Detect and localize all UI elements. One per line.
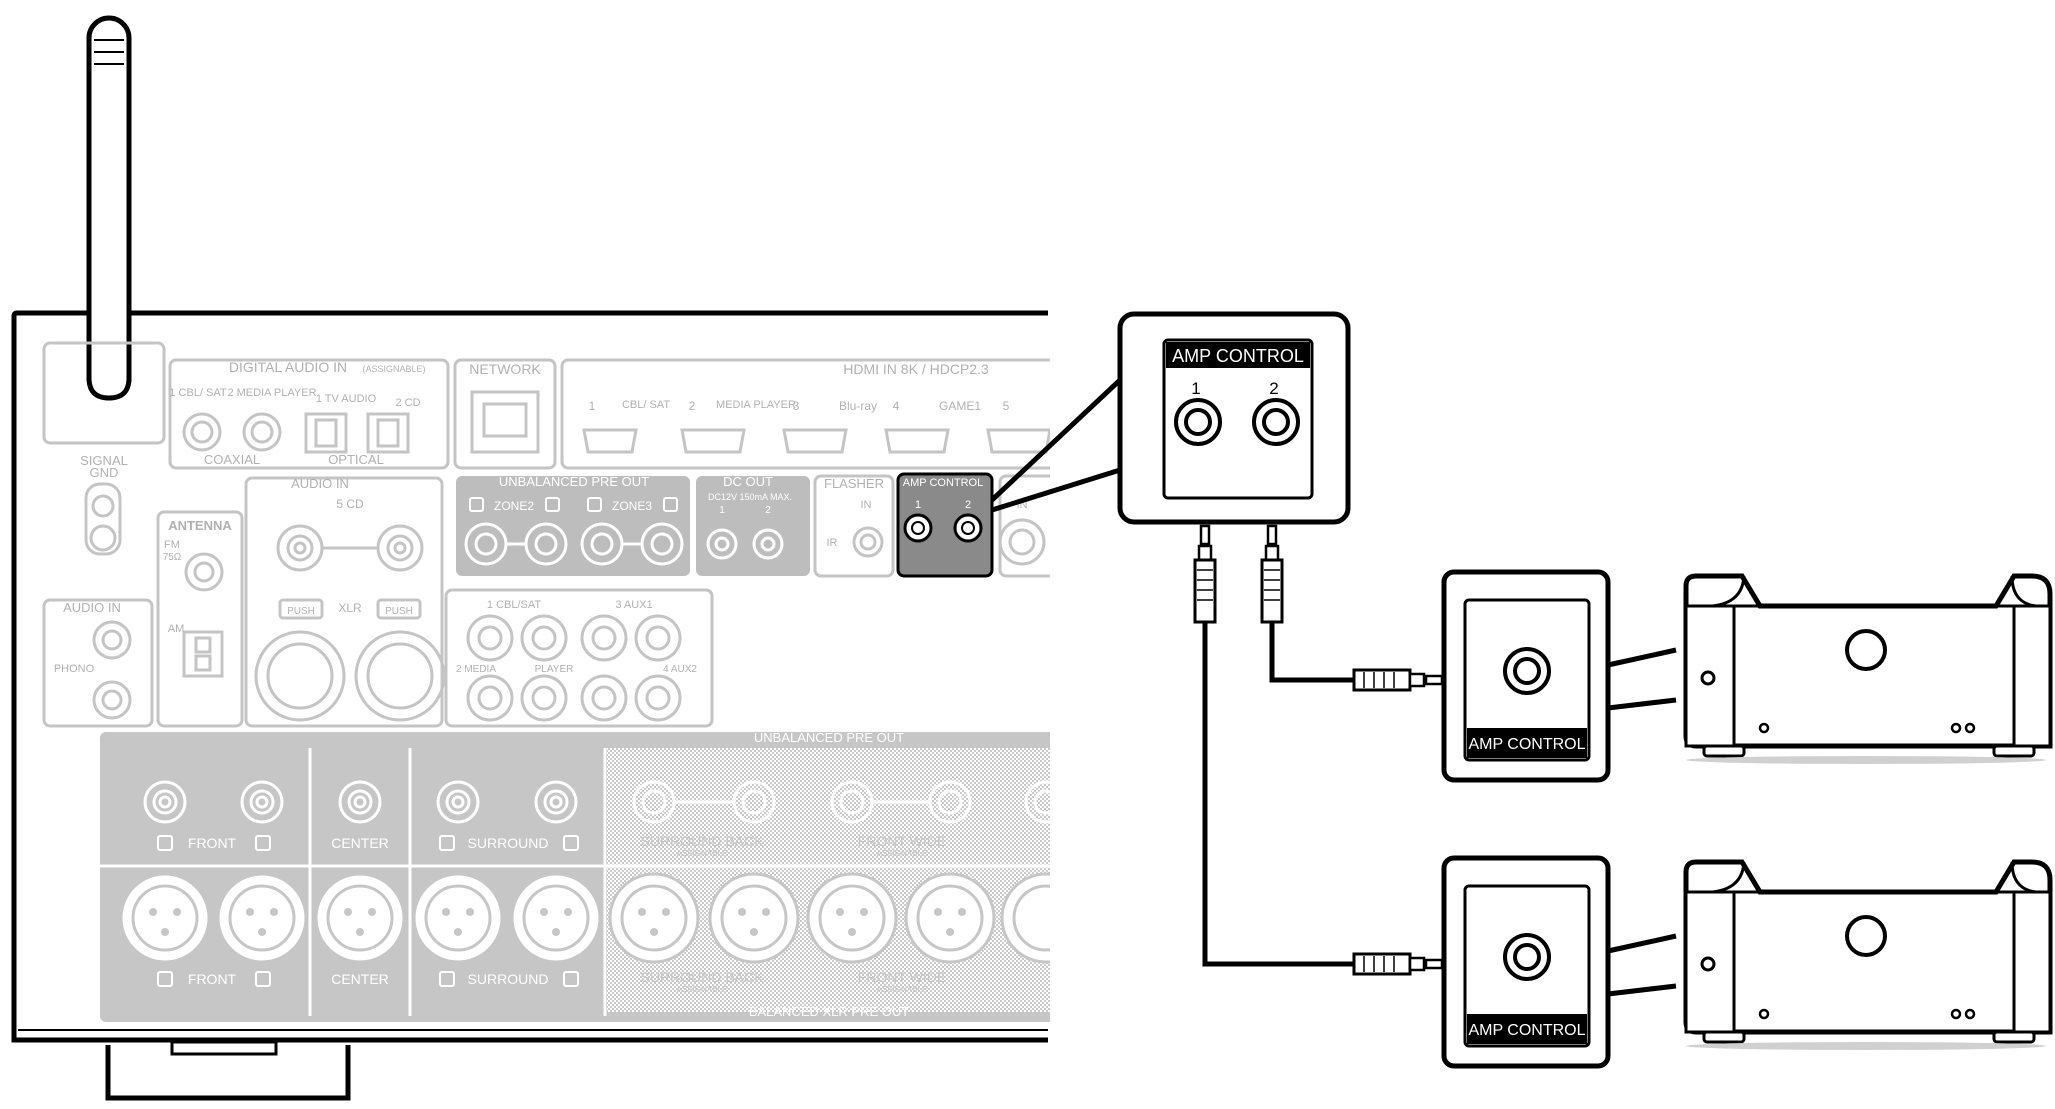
callout-jack-2-label: 2 [1269,379,1278,398]
zone2-label: ZONE2 [494,499,534,513]
surround-rca-label: SURROUND [468,835,549,851]
amp-1-power-knob [1845,629,1887,671]
am-label: AM [168,623,185,635]
digital-input-1-label: 1 CBL/ SAT [169,387,227,399]
dc-1-label: 1 [719,505,725,516]
power-amplifier-1: AMP CONTROL [1441,569,2053,783]
callout-jack-1 [1174,398,1222,446]
receiver-amp-control-label: AMP CONTROL [903,477,983,489]
audio-in-phono-label: AUDIO IN [63,600,121,615]
digital-assignable-label: (ASSIGNABLE) [362,364,425,374]
preout-unbalanced-label: UNBALANCED PRE OUT [754,730,904,745]
center-xlr-label: CENTER [331,971,389,987]
dc-2-label: 2 [765,505,771,516]
zone3-label: ZONE3 [612,499,652,513]
cable-to-amp-1 [1260,524,1444,692]
antenna-label-1: Bluetooth/Wi-Fi [60,412,149,427]
front-wide-assignable: ASSIGNABLE [877,849,928,858]
hdmi-1-num: 1 [589,399,596,413]
hdmi-in-label: HDMI IN 8K / HDCP2.3 [843,361,989,377]
receiver-amp-jack-1: 1 [915,499,921,511]
digital-input-4-label: 2 CD [395,397,420,409]
signal-gnd-label-2: GND [90,465,119,480]
amp-2-port-label: AMP CONTROL [1468,1022,1585,1039]
hdmi-2-label: MEDIA PLAYER [716,399,796,411]
cd-label: 5 CD [336,497,364,511]
digital-input-2-label: 2 MEDIA PLAYER [227,387,316,399]
aux2-label: 4 AUX2 [663,664,697,675]
dc-out-panel [696,476,810,576]
surround-xlr-label: SURROUND [468,971,549,987]
surround-back-xlr-assignable: ASSIGNABLE [677,985,728,994]
receiver-amp-jack-2: 2 [965,499,971,511]
unbalanced-pre-out-zone-label: UNBALANCED PRE OUT [499,474,649,489]
flasher-label: FLASHER [824,476,884,491]
surround-back-assignable: ASSIGNABLE [677,849,728,858]
front-rca-label: FRONT [188,835,237,851]
front-wide-xlr-label: FRONT WIDE [858,969,946,985]
network-label: NETWORK [469,361,541,377]
pre-out-panel [100,732,1050,1022]
fm-ohm-label: 75Ω [163,552,182,563]
push-label-1: PUSH [287,606,315,617]
coaxial-label: COAXIAL [204,452,260,467]
fm-label: FM [164,539,180,551]
media-label: 2 MEDIA [456,664,496,675]
cbl-sat-label: 1 CBL/SAT [487,599,541,611]
right-in-label: IN [1017,499,1028,511]
push-label-2: PUSH [385,606,413,617]
digital-input-3-label: 1 TV AUDIO [316,393,377,405]
surround-back-xlr-label: SURROUND BACK [641,969,765,985]
front-xlr-label: FRONT [188,971,237,987]
hdmi-4-num: 4 [893,399,900,413]
balanced-xlr-label: BALANCED XLR PRE OUT [749,1004,909,1019]
audio-in-label: AUDIO IN [291,476,349,491]
hdmi-3-num: 3 [793,399,800,413]
amp-2-power-knob [1845,915,1887,957]
amp-control-callout: AMP CONTROL 1 2 [1117,311,1351,525]
hdmi-1-label: CBL/ SAT [622,399,670,411]
callout-pointer [990,378,1122,513]
receiver-amp-control-port [896,472,994,578]
power-amplifier-2: AMP CONTROL [1441,855,2053,1069]
signal-gnd-label-1: SIGNAL [80,453,128,468]
front-wide-xlr-assignable: ASSIGNABLE [877,985,928,994]
hdmi-3-label: Blu-ray [839,399,877,413]
surround-back-rca-label: SURROUND BACK [641,833,765,849]
flasher-in-label: IN [861,499,872,511]
front-wide-rca-label: FRONT WIDE [858,833,946,849]
receiver-chassis [11,310,1048,1043]
cable-to-amp-2 [1193,524,1444,976]
player-label: PLAYER [535,664,574,675]
dc-spec-label: DC12V 150mA MAX. [708,492,792,502]
center-rca-label: CENTER [331,835,389,851]
callout-jack-2 [1252,398,1300,446]
aux1-label: 3 AUX1 [615,599,652,611]
optical-label: OPTICAL [328,452,384,467]
antenna-block-label: ANTENNA [168,518,232,533]
callout-jack-1-label: 1 [1191,379,1200,398]
xlr-label: XLR [338,601,362,615]
phono-label: PHONO [54,663,95,675]
receiver-foot [105,1045,351,1101]
hdmi-5-num: 5 [1003,399,1010,413]
hdmi-4-label: GAME1 [939,399,981,413]
ir-label: IR [827,537,838,549]
receiver-rear-panel: Bluetooth/Wi-Fi ANTENNA SIGNAL GND DIGIT… [11,15,1050,1101]
zone-preout-panel [456,476,690,576]
amp-1-port-label: AMP CONTROL [1468,736,1585,753]
digital-audio-in-label: DIGITAL AUDIO IN [229,359,347,375]
hdmi-2-num: 2 [689,399,696,413]
dc-out-label: DC OUT [723,474,773,489]
callout-title: AMP CONTROL [1172,346,1304,366]
antenna-label-2: ANTENNA [73,426,135,441]
